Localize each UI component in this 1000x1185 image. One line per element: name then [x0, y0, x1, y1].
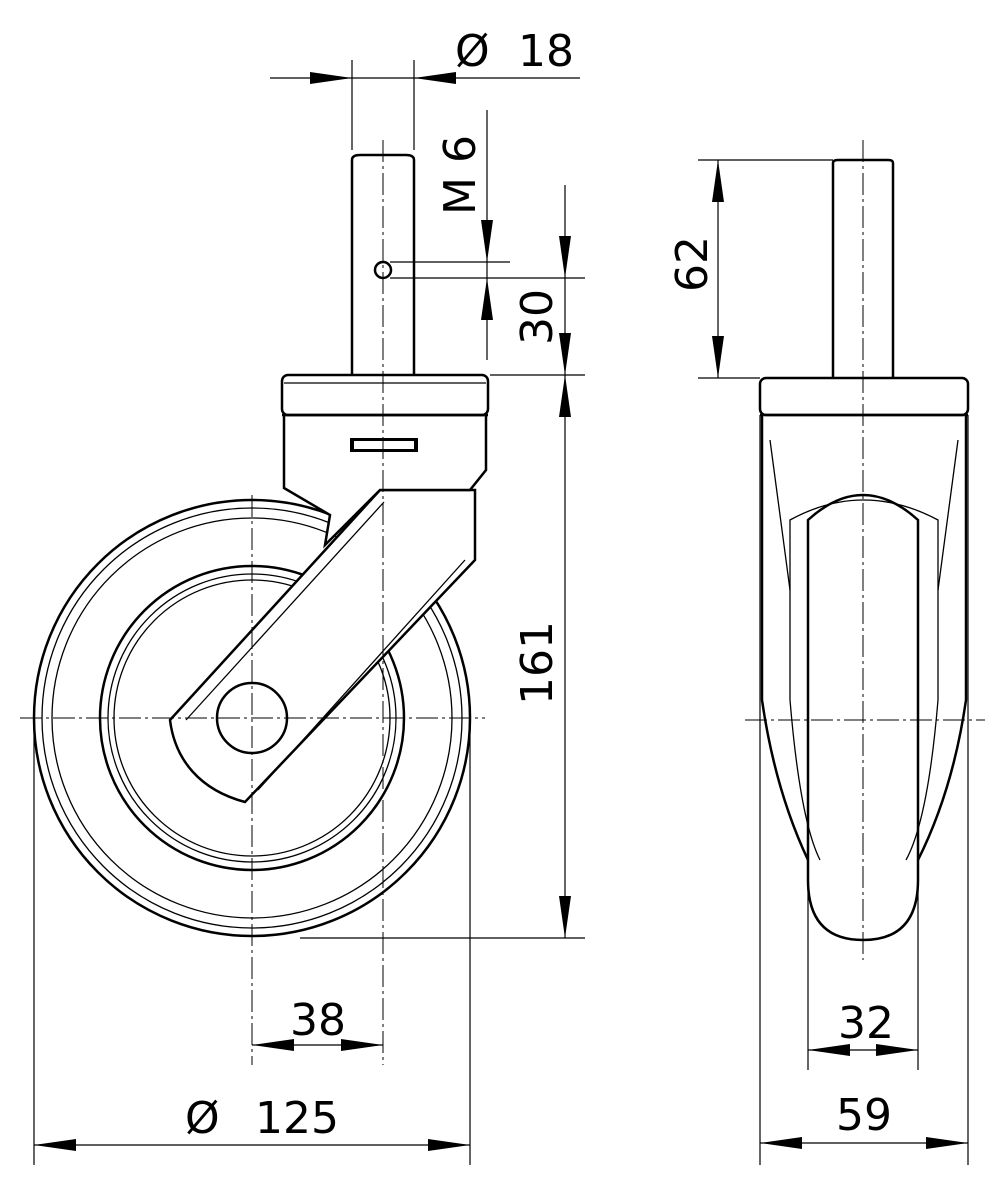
- label-wheel-diameter: 125: [255, 1093, 339, 1144]
- front-view: [745, 140, 985, 960]
- label-thread: M 6: [435, 135, 486, 215]
- label-stem-length: 62: [667, 236, 718, 292]
- diameter-symbol: Ø: [455, 26, 490, 77]
- label-stem-diameter: 18: [518, 26, 574, 77]
- side-view: [20, 140, 490, 1065]
- fork-housing: [168, 373, 490, 804]
- diameter-symbol: Ø: [185, 1093, 220, 1144]
- label-offset: 38: [290, 995, 346, 1046]
- label-overall-height: 161: [512, 621, 563, 705]
- label-plate-width: 59: [836, 1090, 892, 1141]
- dimension-lines: [33, 60, 969, 1165]
- label-pin-height: 30: [512, 289, 563, 345]
- label-wheel-width: 32: [838, 998, 894, 1049]
- top-plate: [280, 373, 490, 417]
- top-plate-front: [758, 376, 970, 417]
- dimension-labels: Ø 18 M 6 30 161 62 38 Ø 125 32 59: [185, 26, 894, 1144]
